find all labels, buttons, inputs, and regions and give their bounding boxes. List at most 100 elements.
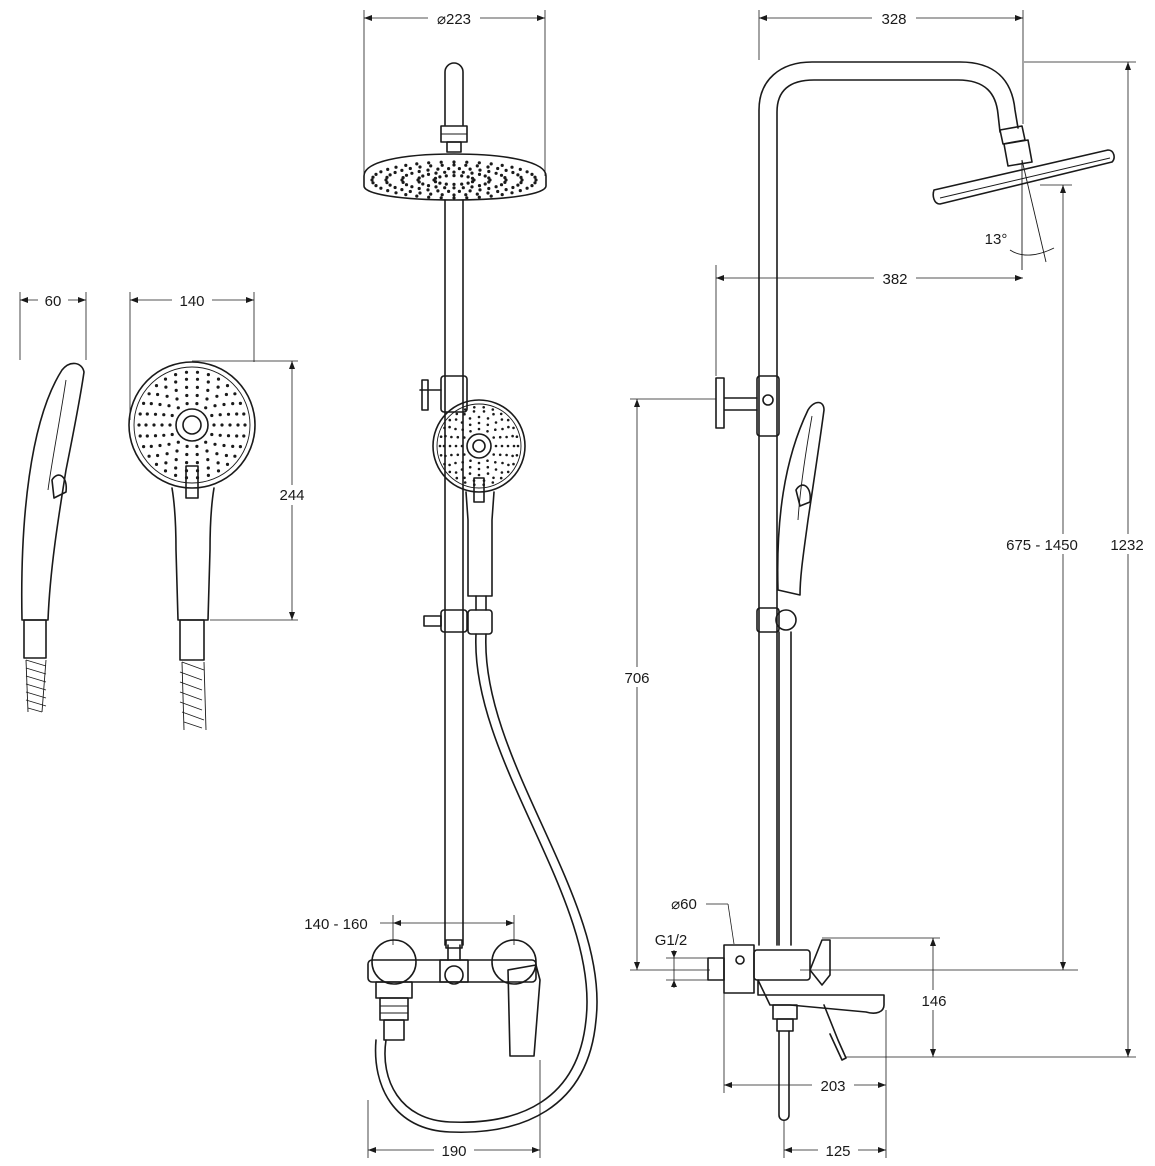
nozzle-dot [158, 402, 162, 407]
nozzle-dot [393, 185, 397, 190]
nozzle-dot [460, 182, 464, 186]
nozzle-dot [500, 471, 504, 474]
nozzle-dot [410, 185, 414, 189]
nozzle-dot [511, 434, 514, 438]
nozzle-dot [371, 181, 375, 185]
nozzle-dot [463, 481, 467, 484]
nozzle-dot [154, 384, 159, 388]
nozzle-dot [145, 434, 149, 438]
nozzle-dot [417, 176, 421, 180]
nozzle-dot [206, 458, 210, 462]
nozzle-dot [470, 185, 474, 189]
nozzle-dot [216, 377, 221, 381]
nozzle-dot [162, 413, 166, 417]
nozzle-dot [147, 454, 151, 458]
nozzle-dot [238, 445, 242, 449]
nozzle-dot [408, 166, 412, 171]
nozzle-dot [185, 385, 189, 389]
nozzle-dot [533, 175, 537, 179]
nozzle-dot [226, 434, 231, 438]
nozzle-dot [386, 189, 390, 193]
nozzle-dot [165, 452, 169, 456]
nozzle-dot [444, 174, 448, 178]
nozzle-dot [483, 182, 487, 186]
dim-label-mixer-depth: 203 [820, 1078, 845, 1095]
nozzle-dot [195, 476, 200, 480]
nozzle-dot [224, 392, 228, 397]
dim-label-head-tilt: 13° [985, 231, 1008, 248]
nozzle-dot [452, 170, 456, 174]
nozzle-dot [444, 454, 447, 458]
nozzle-dot [168, 423, 172, 427]
nozzle-dot [436, 167, 440, 171]
nozzle-dot [506, 418, 510, 422]
dimension-328: 328 [758, 8, 1024, 124]
nozzle-dot [463, 453, 466, 456]
nozzle-dot [494, 444, 498, 448]
nozzle-dot [450, 435, 453, 439]
nozzle-dot [145, 412, 149, 416]
nozzle-dot [153, 434, 158, 438]
nozzle-dot [505, 453, 508, 457]
nozzle-dot [421, 182, 425, 186]
dimension-190: 190 [367, 1060, 541, 1160]
nozzle-dot [206, 473, 210, 477]
nozzle-dot [417, 169, 421, 174]
dim-label-handshower-width: 140 [179, 293, 204, 310]
dim-label-handshower-depth: 60 [45, 293, 62, 310]
nozzle-dot [460, 444, 464, 448]
nozzle-dot [439, 454, 443, 457]
nozzle-dot [184, 377, 189, 381]
nozzle-dot [426, 184, 431, 188]
nozzle-dot [404, 173, 409, 177]
dim-label-head-diameter: ⌀223 [437, 11, 471, 28]
nozzle-dot [477, 172, 482, 176]
nozzle-dot [470, 180, 475, 184]
nozzle-dot [162, 433, 166, 437]
nozzle-dot [438, 181, 442, 185]
nozzle-dot [470, 176, 475, 180]
nozzle-dot [486, 465, 490, 469]
nozzle-dot [499, 476, 503, 480]
nozzle-dot [142, 445, 146, 449]
nozzle-dot [216, 469, 221, 473]
nozzle-dot [401, 176, 405, 180]
nozzle-dot [206, 466, 210, 470]
nozzle-dot [460, 174, 464, 178]
nozzle-dot [504, 178, 508, 182]
nozzle-dot [448, 463, 451, 467]
nozzle-dot [185, 444, 189, 448]
nozzle-dot [487, 169, 491, 174]
nozzle-dot [184, 469, 189, 473]
nozzle-dot [530, 184, 534, 188]
nozzle-dot [213, 404, 217, 408]
nozzle-dot [461, 428, 465, 432]
nozzle-dot [478, 188, 482, 192]
nozzle-dot [184, 476, 189, 480]
nozzle-dot [452, 182, 456, 186]
nozzle-dot [418, 165, 422, 169]
nozzle-dot [204, 406, 208, 410]
nozzle-dot [477, 415, 481, 419]
nozzle-dot [463, 408, 467, 411]
nozzle-dot [404, 183, 409, 187]
nozzle-dot [444, 434, 447, 438]
nozzle-dot [496, 166, 500, 171]
nozzle-dot [518, 189, 522, 193]
nozzle-dot [147, 392, 151, 396]
nozzle-dot [417, 186, 421, 191]
nozzle-dot [400, 188, 404, 192]
nozzle-dot [195, 385, 199, 389]
nozzle-dot [165, 394, 169, 398]
nozzle-dot [448, 470, 452, 474]
rain-head-nozzles [370, 160, 538, 200]
nozzle-dot [515, 435, 519, 439]
nozzle-dot [500, 193, 504, 197]
nozzle-dot [436, 189, 440, 193]
nozzle-dot [153, 412, 158, 416]
nozzle-dot [492, 453, 496, 456]
nozzle-dot [205, 449, 209, 453]
nozzle-dot [525, 186, 529, 190]
nozzle-dot [388, 183, 392, 187]
nozzle-dot [371, 175, 375, 179]
